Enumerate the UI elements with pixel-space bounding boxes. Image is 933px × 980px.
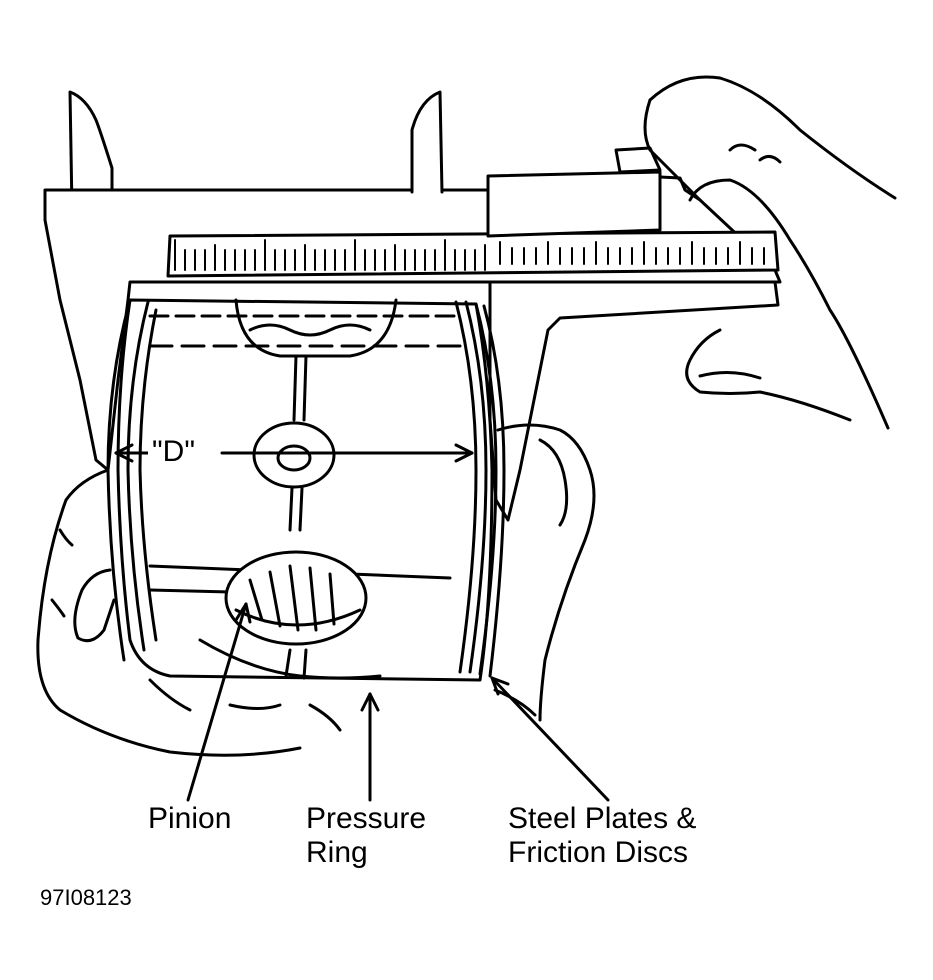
caliper-slider-head [486, 170, 662, 238]
vernier-caliper [43, 90, 782, 522]
steel-plates-rings [454, 300, 478, 674]
steel-plates-label-line2: Friction Discs [508, 836, 689, 869]
figure-id: 97I08123 [40, 885, 132, 910]
caliper-fixed-jaw [68, 90, 114, 214]
differential-clutch-pack [106, 298, 506, 682]
pressure-ring-band [198, 638, 382, 680]
pinion-gear [224, 550, 368, 646]
callout-leaders [186, 602, 610, 802]
caliper-scale-ticks [174, 239, 765, 271]
caliper-scale-strip [166, 230, 780, 278]
steel-plates-label-line1: Steel Plates & [508, 802, 697, 835]
steel-plates-leader-arrow [490, 676, 610, 802]
center-cross-hub [252, 421, 336, 489]
pinion-leader-arrow [186, 602, 248, 802]
pinion-label: Pinion [148, 802, 232, 835]
pressure-ring-label-line2: Ring [306, 836, 368, 869]
caliper-thumb-screw [614, 146, 662, 174]
dimension-d-label: "D" [148, 436, 199, 468]
clutch-pack-body [116, 298, 494, 682]
caliper-sliding-lower-jaw [488, 280, 780, 522]
caliper-sliding-upper-jaw [410, 90, 444, 194]
holding-hand-right [493, 423, 596, 722]
thumb-top-right [643, 75, 897, 430]
pressure-ring-label-line1: Pressure [306, 802, 427, 835]
dimension-d-line [114, 443, 474, 463]
